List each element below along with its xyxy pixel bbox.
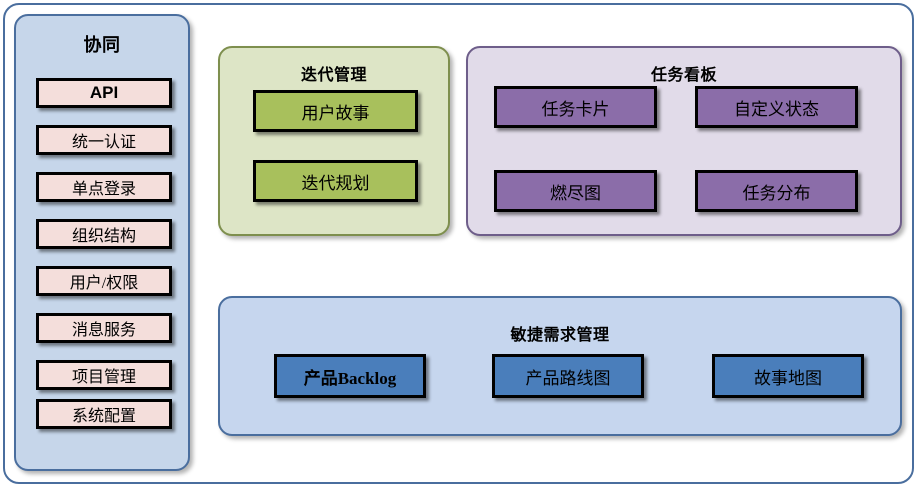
agile-item-story-map[interactable]: 故事地图 (712, 354, 864, 398)
iteration-management-panel-title: 迭代管理 (300, 67, 367, 84)
task-board-panel[interactable]: 任务看板 任务卡片 自定义状态 燃尽图 任务分布 (466, 46, 902, 236)
sidebar-item-api[interactable]: API (36, 78, 172, 108)
task-board-item-task-distribution[interactable]: 任务分布 (695, 170, 858, 212)
sidebar-item-sso[interactable]: 单点登录 (36, 172, 172, 202)
sidebar-item-unified-auth[interactable]: 统一认证 (36, 125, 172, 155)
agile-item-product-roadmap[interactable]: 产品路线图 (492, 354, 644, 398)
sidebar-item-system-config[interactable]: 系统配置 (36, 399, 172, 429)
iteration-management-panel[interactable]: 迭代管理 用户故事 迭代规划 (218, 46, 450, 236)
collaboration-panel[interactable]: 协同 API 统一认证 单点登录 组织结构 用户/权限 消息服务 项目管理 系统… (14, 14, 190, 471)
sidebar-item-project-management[interactable]: 项目管理 (36, 360, 172, 390)
task-board-item-custom-status[interactable]: 自定义状态 (695, 86, 858, 128)
iteration-item-iteration-planning[interactable]: 迭代规划 (253, 160, 418, 202)
collaboration-panel-title: 协同 (83, 35, 121, 55)
agile-requirements-panel[interactable]: 敏捷需求管理 产品Backlog 产品路线图 故事地图 (218, 296, 902, 436)
agile-requirements-panel-title: 敏捷需求管理 (510, 327, 610, 344)
sidebar-item-user-permission[interactable]: 用户/权限 (36, 266, 172, 296)
task-board-item-burndown-chart[interactable]: 燃尽图 (494, 170, 657, 212)
iteration-item-user-story[interactable]: 用户故事 (253, 90, 418, 132)
task-board-item-task-card[interactable]: 任务卡片 (494, 86, 657, 128)
agile-item-product-backlog[interactable]: 产品Backlog (274, 354, 426, 398)
task-board-panel-title: 任务看板 (650, 67, 717, 84)
sidebar-item-org-structure[interactable]: 组织结构 (36, 219, 172, 249)
sidebar-item-message-service[interactable]: 消息服务 (36, 313, 172, 343)
